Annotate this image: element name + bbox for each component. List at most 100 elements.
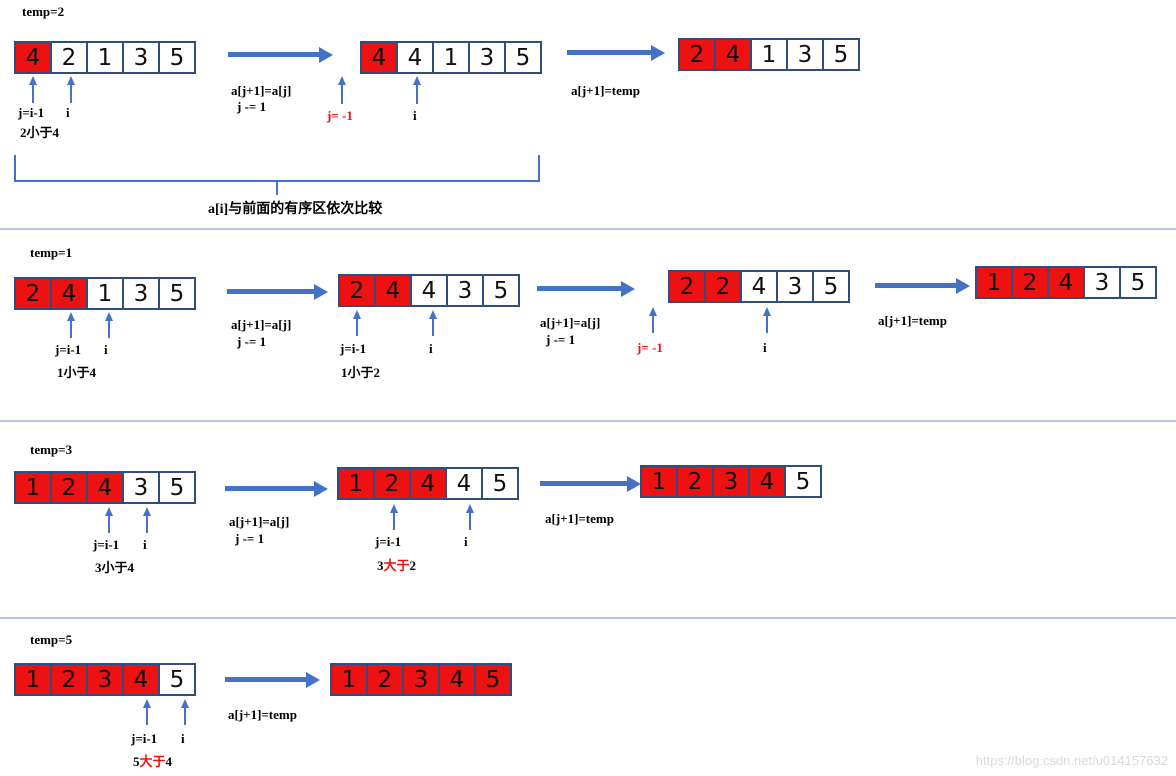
i-label: i — [181, 731, 185, 746]
array-cell: 1 — [330, 663, 368, 696]
j-init-label: j=i-1 — [131, 731, 158, 746]
arrow-up-i — [465, 504, 474, 530]
arrow-right — [225, 671, 320, 688]
cmp-left: 1 — [57, 365, 64, 380]
array-cell: 5 — [504, 41, 542, 74]
arrow-up-i — [180, 699, 189, 725]
cmp-op: 大于 — [139, 754, 166, 769]
underbrace-tick — [276, 182, 278, 195]
arrow-up-i — [428, 310, 437, 336]
arrow-right — [227, 283, 328, 300]
array-cell: 5 — [481, 467, 519, 500]
array-cell: 4 — [438, 663, 476, 696]
shift-label: a[j+1]=a[j] — [229, 514, 290, 529]
set-temp-label: a[j+1]=temp — [878, 313, 947, 328]
cmp-right: 2 — [373, 365, 381, 380]
j-negative-label: j= -1 — [637, 340, 663, 355]
arrow-up-j — [142, 699, 151, 725]
cmp-left: 2 — [20, 125, 27, 140]
array-cell: 2 — [50, 471, 88, 504]
cmp-right: 2 — [409, 558, 417, 573]
array-cell: 3 — [446, 274, 484, 307]
array-cell: 4 — [740, 270, 778, 303]
array-cell: 4 — [1047, 266, 1085, 299]
cmp-op: 大于 — [383, 558, 410, 573]
array-cell: 5 — [158, 41, 196, 74]
shift-label: a[j+1]=a[j] — [540, 315, 601, 330]
array-cell: 4 — [14, 41, 52, 74]
cmp-left: 5 — [133, 754, 140, 769]
cmp-op: 小于 — [101, 560, 128, 575]
temp-label: temp=2 — [22, 4, 65, 19]
array-cell: 3 — [86, 663, 124, 696]
section-divider — [0, 420, 1176, 422]
array-cell: 2 — [338, 274, 376, 307]
i-label: i — [413, 108, 417, 123]
comparison-label: 1小于4 — [57, 362, 96, 381]
arrow-up-j — [337, 76, 346, 104]
array-cell: 1 — [750, 38, 788, 71]
array-cell: 5 — [784, 465, 822, 498]
comparison-label: 3小于4 — [95, 557, 134, 576]
array-cell: 1 — [975, 266, 1013, 299]
shift-label: a[j+1]=a[j] — [231, 317, 292, 332]
section-divider — [0, 617, 1176, 619]
array-cell: 4 — [410, 274, 448, 307]
j-init-label: j=i-1 — [93, 537, 120, 552]
array-cell: 3 — [122, 277, 160, 310]
array-cell: 1 — [337, 467, 375, 500]
temp-label: temp=3 — [30, 442, 73, 457]
arrow-up-i — [762, 307, 771, 333]
array-cell: 3 — [468, 41, 506, 74]
cmp-op: 小于 — [26, 125, 53, 140]
comparison-label: 2小于4 — [20, 122, 59, 141]
cmp-right: 4 — [127, 560, 135, 575]
arrow-up-i — [142, 507, 151, 533]
array-cell: 2 — [1011, 266, 1049, 299]
array-cell: 2 — [50, 41, 88, 74]
array-cell: 3 — [712, 465, 750, 498]
array-cell: 4 — [748, 465, 786, 498]
comparison-label: 1小于2 — [341, 362, 380, 381]
i-label: i — [143, 537, 147, 552]
brace-note: a[i]与前面的有序区依次比较 — [208, 202, 383, 217]
arrow-up-j — [66, 312, 75, 338]
array-cell: 4 — [714, 38, 752, 71]
i-label: i — [464, 534, 468, 549]
cmp-op: 小于 — [63, 365, 90, 380]
temp-label: temp=1 — [30, 245, 73, 260]
array-cell: 3 — [776, 270, 814, 303]
array-cell: 4 — [409, 467, 447, 500]
array-cell: 1 — [14, 663, 52, 696]
shift-label: a[j+1]=a[j] — [231, 83, 292, 98]
array-cell: 4 — [50, 277, 88, 310]
cmp-right: 4 — [52, 125, 60, 140]
arrow-right — [540, 475, 641, 492]
set-temp-label: a[j+1]=temp — [228, 707, 297, 722]
set-temp-label: a[j+1]=temp — [545, 511, 614, 526]
array-cell: 4 — [445, 467, 483, 500]
array-cell: 1 — [432, 41, 470, 74]
i-label: i — [763, 340, 767, 355]
array-cell: 4 — [396, 41, 434, 74]
i-label: i — [66, 105, 70, 120]
array-cell: 2 — [50, 663, 88, 696]
array-cell: 1 — [86, 277, 124, 310]
arrow-right — [225, 480, 328, 497]
cmp-right: 4 — [165, 754, 173, 769]
array-cell: 5 — [1119, 266, 1157, 299]
temp-label: temp=5 — [30, 632, 73, 647]
j-negative-label: j= -1 — [327, 108, 353, 123]
arrow-right — [875, 277, 970, 294]
array-cell: 3 — [122, 41, 160, 74]
i-label: i — [429, 341, 433, 356]
underbrace — [14, 155, 540, 182]
array-cell: 3 — [402, 663, 440, 696]
